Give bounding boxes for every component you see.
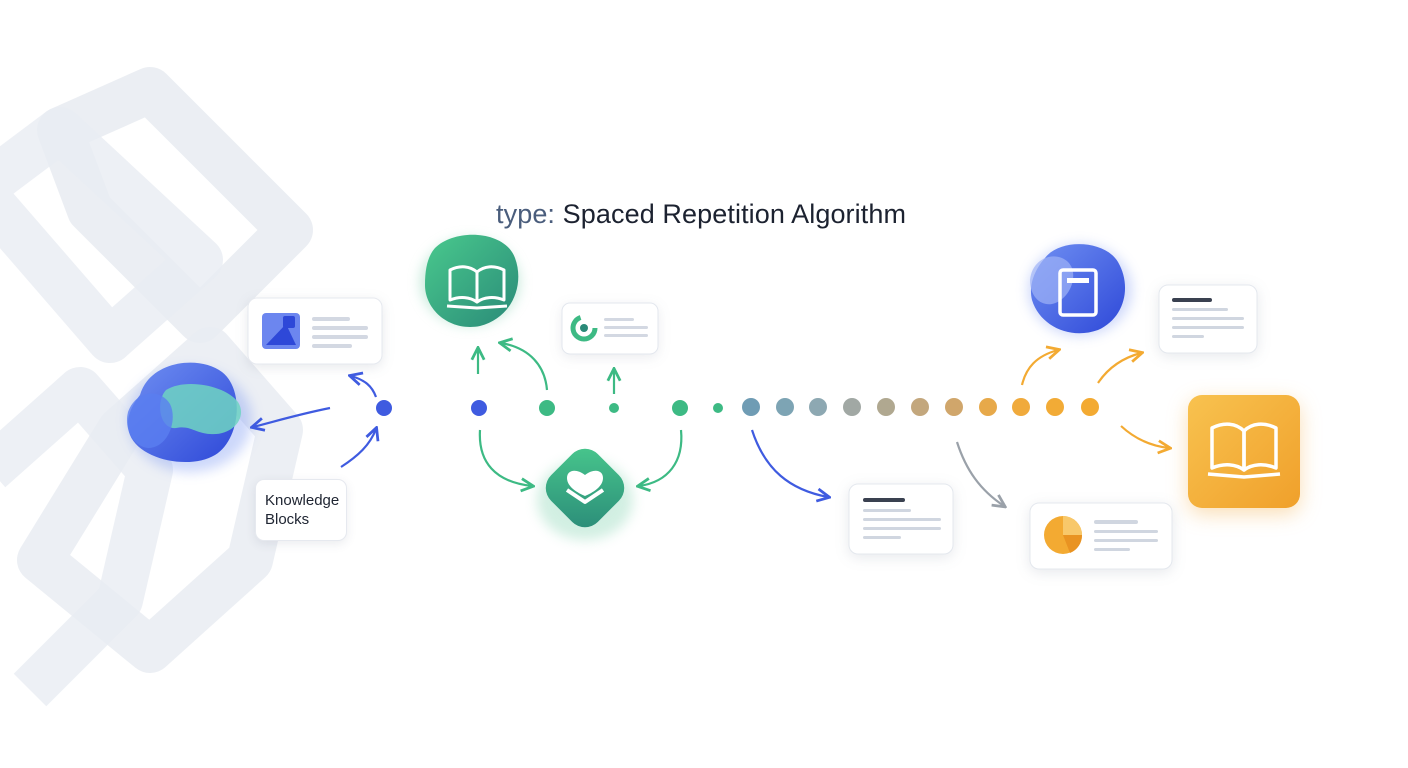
image-icon [262, 313, 300, 349]
timeline-node [609, 403, 619, 413]
open-book-icon [1188, 395, 1300, 508]
dotted-tail [742, 398, 1099, 416]
arrow-down-right [639, 430, 681, 486]
title-main: Spaced Repetition Algorithm [563, 199, 906, 229]
document-icon [1028, 244, 1132, 336]
title-prefix: type: [496, 199, 555, 229]
arrow-from-label [341, 429, 376, 467]
arrow-curve-book [501, 343, 547, 390]
arrow-to-pie-card [957, 442, 1004, 506]
diagram-title: type: Spaced Repetition Algorithm [496, 199, 906, 230]
open-book-icon [420, 235, 520, 327]
arrow-to-blue-doc [1022, 350, 1058, 385]
tail-dot [911, 398, 929, 416]
pie-card [1030, 503, 1172, 569]
pie-chart-icon [1044, 516, 1082, 554]
arrow-to-doc-card-right [1098, 353, 1141, 383]
tail-dot [742, 398, 760, 416]
tail-dot [979, 398, 997, 416]
timeline-node [539, 400, 555, 416]
arrow-to-amber-book [1121, 426, 1169, 448]
timeline-node [713, 403, 723, 413]
timeline-node [672, 400, 688, 416]
tail-dot [945, 398, 963, 416]
label-line: Knowledge [265, 491, 339, 510]
tail-dot [1046, 398, 1064, 416]
heart-stack-icon [537, 441, 633, 540]
arrow-to-image-card [351, 376, 376, 397]
tail-dot [809, 398, 827, 416]
knowledge-blocks-label: Knowledge Blocks [265, 491, 339, 529]
chart-card [562, 303, 658, 354]
arrow-to-doc-card [752, 430, 828, 497]
tail-dot [843, 398, 861, 416]
tail-dot [1012, 398, 1030, 416]
image-card-left [248, 298, 382, 364]
label-line: Blocks [265, 510, 339, 529]
arrow-down-left [480, 430, 532, 486]
doc-card-right [1159, 285, 1257, 353]
tail-dot [1081, 398, 1099, 416]
tail-dot [877, 398, 895, 416]
tail-dot [776, 398, 794, 416]
timeline-node [471, 400, 487, 416]
timeline-node [376, 400, 392, 416]
doc-card-middle [849, 484, 953, 554]
